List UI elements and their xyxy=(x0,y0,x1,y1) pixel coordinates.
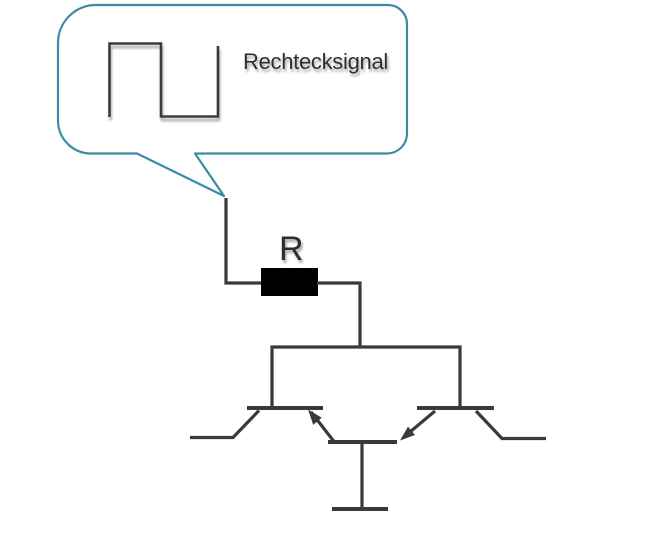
resistor-output-wire xyxy=(317,281,362,347)
transistor-right xyxy=(400,406,546,441)
resistor-symbol xyxy=(261,268,318,296)
transistor-right-collector xyxy=(474,409,546,441)
base-rail xyxy=(270,345,462,408)
transistor-left-collector xyxy=(190,409,261,440)
callout-label: Rechtecksignal xyxy=(243,49,388,74)
circuit: R xyxy=(190,198,546,511)
transistor-left xyxy=(190,406,336,443)
resistor-label: R xyxy=(279,230,304,268)
input-wire xyxy=(224,198,262,285)
square-wave-icon xyxy=(108,42,220,118)
speech-bubble xyxy=(56,3,409,198)
emitter-terminal xyxy=(328,440,397,511)
callout-bubble: Rechtecksignal xyxy=(56,3,409,198)
transistor-right-emitter-arrow-icon xyxy=(400,426,415,441)
transistor-left-emitter-arrow-icon xyxy=(308,409,322,425)
